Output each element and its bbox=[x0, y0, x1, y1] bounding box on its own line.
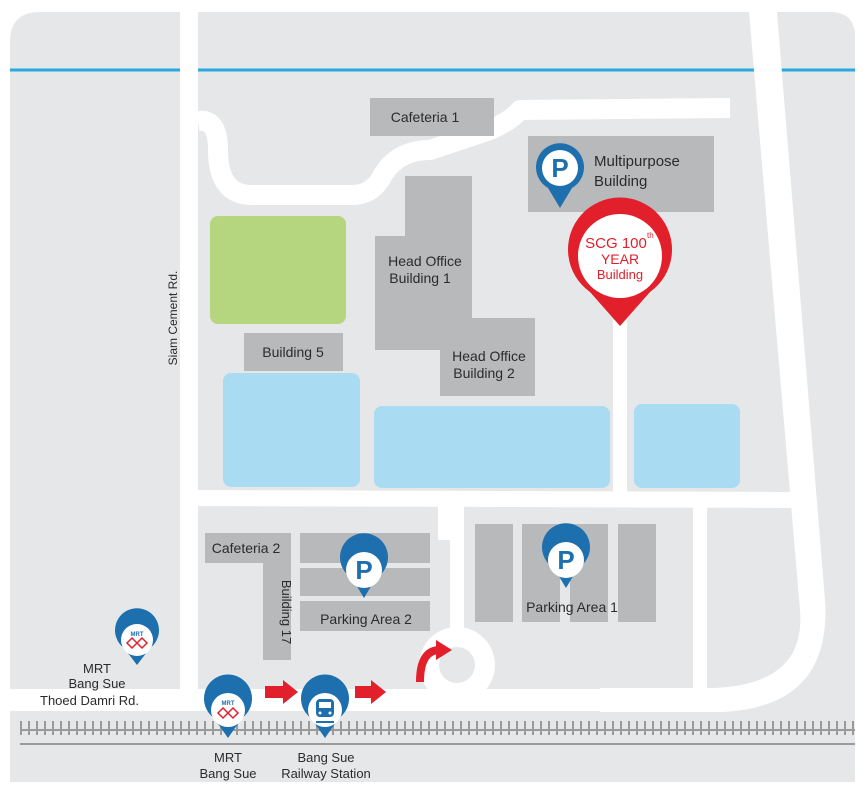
head-office2-label-2: Building 2 bbox=[453, 365, 515, 381]
head-office1-label-1: Head Office bbox=[388, 253, 462, 269]
road-top-loop bbox=[196, 98, 731, 205]
building5-label: Building 5 bbox=[262, 344, 324, 360]
green-area bbox=[210, 216, 346, 324]
head-office2-block[interactable] bbox=[440, 318, 535, 396]
pond-left bbox=[223, 373, 360, 487]
parking2-row3 bbox=[300, 601, 430, 631]
cafeteria1-block[interactable] bbox=[370, 98, 494, 136]
parking-pin-area1[interactable]: P bbox=[542, 523, 590, 588]
buildings bbox=[205, 98, 714, 660]
cafeteria2-block[interactable] bbox=[205, 533, 291, 563]
direction-arrow-right-icon bbox=[265, 680, 298, 704]
scg-100th-year-building-pin[interactable]: SCG 100 th YEAR Building bbox=[568, 197, 672, 326]
railway-station-pin[interactable] bbox=[301, 674, 350, 738]
road-network bbox=[0, 0, 825, 712]
mrt-bottom-label-1: MRT bbox=[214, 750, 242, 765]
parking-pin-area2[interactable]: P bbox=[339, 533, 388, 598]
train-icon bbox=[316, 699, 334, 723]
railway-label-2: Railway Station bbox=[281, 766, 371, 781]
siam-cement-road-label: Siam Cement Rd. bbox=[166, 271, 180, 366]
railway-label-1: Bang Sue bbox=[297, 750, 354, 765]
parking-icon: P bbox=[557, 545, 574, 575]
parking1-col4 bbox=[618, 524, 656, 622]
parking-icon: P bbox=[551, 153, 568, 183]
direction-arrow-right-icon bbox=[355, 680, 386, 704]
mrt-left-label-1: MRT bbox=[83, 661, 111, 676]
road-middle bbox=[179, 490, 811, 508]
mrt-left-label-2: Bang Sue bbox=[68, 676, 125, 691]
direction-arrow-turn-icon bbox=[416, 640, 452, 683]
mrt-pin-left[interactable]: MRT bbox=[115, 608, 159, 665]
parking2-label: Parking Area 2 bbox=[320, 611, 412, 627]
parking-icon: P bbox=[355, 555, 372, 585]
building17-block[interactable] bbox=[263, 563, 291, 660]
thoed-damri-road-label: Thoed Damri Rd. bbox=[40, 693, 139, 708]
mrt-logo-icon: MRT bbox=[222, 701, 235, 707]
scg-pin-line2: YEAR bbox=[601, 251, 639, 267]
water-areas bbox=[223, 373, 740, 488]
mrt-bottom-label-2: Bang Sue bbox=[199, 766, 256, 781]
scg-pin-line1: SCG 100 bbox=[585, 235, 647, 252]
scg-pin-sup: th bbox=[647, 231, 654, 240]
building5-block[interactable] bbox=[244, 333, 343, 371]
multipurpose-label-2: Building bbox=[594, 173, 647, 190]
head-office2-label-1: Head Office bbox=[452, 348, 526, 364]
mrt-pin-bottom[interactable]: MRT bbox=[204, 674, 252, 738]
mrt-logo-icon: MRT bbox=[131, 632, 144, 638]
railway-tracks bbox=[10, 712, 855, 782]
pond-center bbox=[374, 406, 610, 488]
building17-label: Building 17 bbox=[279, 580, 294, 644]
cafeteria1-label: Cafeteria 1 bbox=[391, 109, 460, 125]
pond-right bbox=[634, 404, 740, 488]
cafeteria2-label: Cafeteria 2 bbox=[212, 540, 281, 556]
head-office1-label-2: Building 1 bbox=[389, 270, 451, 286]
parking1-label: Parking Area 1 bbox=[526, 599, 618, 615]
parking-pin-multipurpose[interactable]: P bbox=[535, 143, 584, 208]
road-east bbox=[600, 12, 826, 712]
roundabout-island bbox=[439, 647, 475, 683]
multipurpose-label-1: Multipurpose bbox=[594, 153, 680, 170]
parking1-col1 bbox=[475, 524, 513, 622]
scg-pin-line3: Building bbox=[597, 267, 643, 282]
